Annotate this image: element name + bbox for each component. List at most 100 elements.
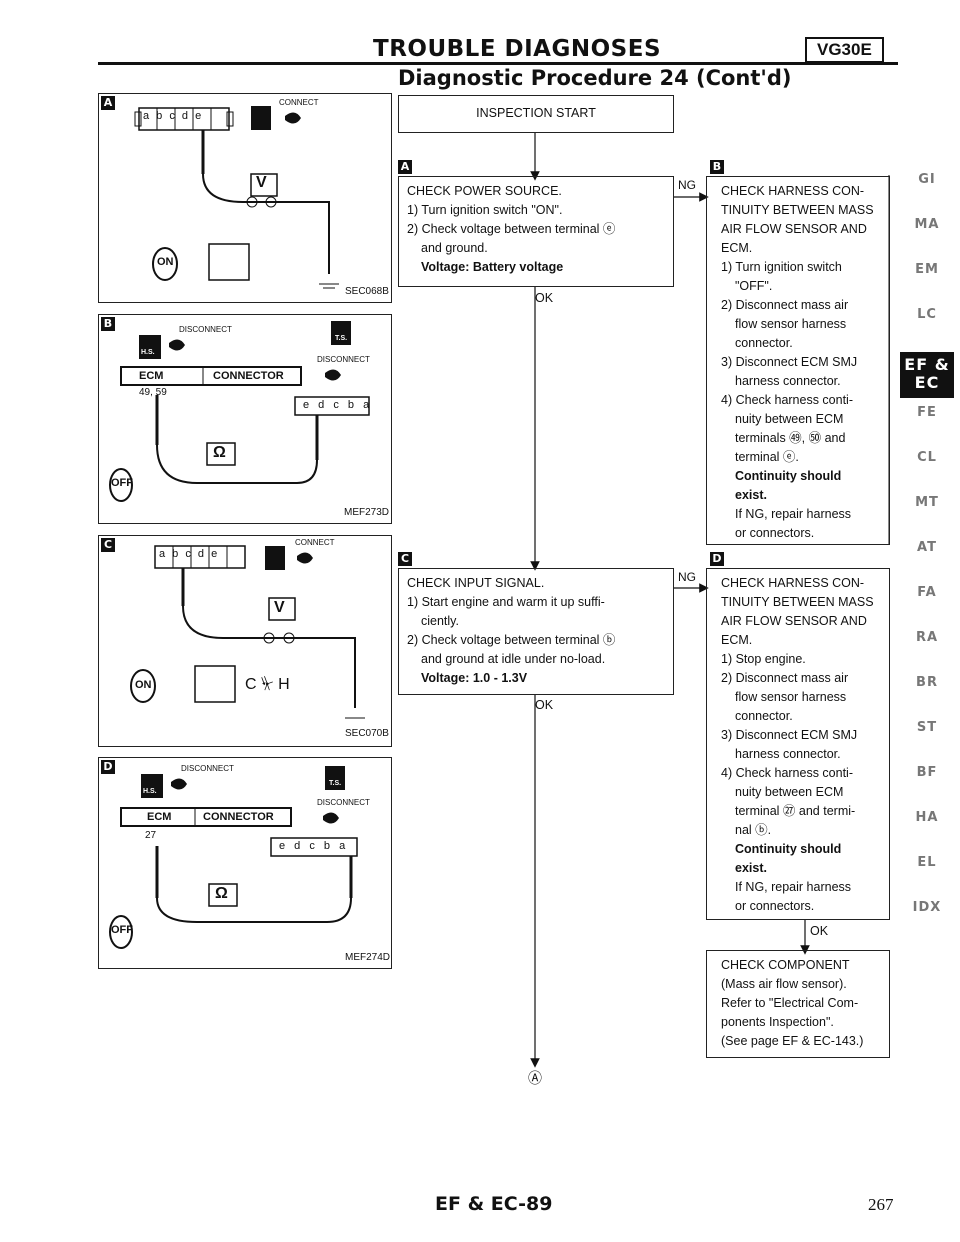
page-number: 267 <box>868 1195 894 1214</box>
ng-label: NG <box>678 178 696 192</box>
sidebar-item-mt[interactable]: MT <box>915 495 939 510</box>
step-line: 3) Disconnect ECM SMJ <box>721 355 858 369</box>
harness-pins: e d c b a <box>279 840 349 852</box>
step-title: CHECK COMPONENT <box>721 958 850 972</box>
step-title: ECM. <box>721 241 753 255</box>
diagram-marker: D <box>101 760 115 774</box>
step-line: If NG, repair harness <box>735 507 852 521</box>
sidebar-item-cl[interactable]: CL <box>917 450 937 465</box>
step-line: or connectors. <box>735 526 815 540</box>
step-line: 2) Check voltage between terminal ⓔ <box>407 222 616 236</box>
sidebar-item-em[interactable]: EM <box>915 262 939 277</box>
diagram-a: A CONNECT a b c d e V ON SEC068B <box>98 93 392 303</box>
spec-value: Continuity should <box>735 842 842 856</box>
key-position: ON <box>135 679 152 691</box>
step-line: terminals ㊾, ㊿ and <box>735 431 846 445</box>
step-line: and ground. <box>421 241 488 255</box>
check-component-box: CHECK COMPONENT (Mass air flow sensor). … <box>706 950 890 1058</box>
header-rule <box>98 62 898 65</box>
step-title: TINUITY BETWEEN MASS <box>721 203 874 217</box>
step-line: 1) Turn ignition switch "ON". <box>407 203 563 217</box>
sidebar-item-el[interactable]: EL <box>917 855 937 870</box>
figure-code: SEC070B <box>345 728 389 739</box>
sidebar-item-ha[interactable]: HA <box>915 810 939 825</box>
sidebar-item-br[interactable]: BR <box>916 675 938 690</box>
ok-label: OK <box>535 291 554 305</box>
step-line: harness connector. <box>735 374 841 388</box>
step-title: TINUITY BETWEEN MASS <box>721 595 874 609</box>
step-line: ciently. <box>421 614 459 628</box>
inspection-start-box: INSPECTION START <box>398 95 674 133</box>
step-line: 4) Check harness conti- <box>721 766 854 780</box>
step-title: CHECK HARNESS CON- <box>721 184 865 198</box>
sidebar-item-ra[interactable]: RA <box>915 630 939 645</box>
step-title: ECM. <box>721 633 753 647</box>
step-line: nuity between ECM <box>735 785 844 799</box>
sidebar-item-ma[interactable]: MA <box>914 217 940 232</box>
step-line: 2) Disconnect mass air <box>721 671 849 685</box>
step-line: 3) Disconnect ECM SMJ <box>721 728 858 742</box>
hs-label: H.S. <box>143 788 157 795</box>
step-title: CHECK HARNESS CON- <box>721 576 865 590</box>
step-title: CHECK INPUT SIGNAL. <box>407 576 545 590</box>
step-line: 1) Turn ignition switch <box>721 260 842 274</box>
pin-numbers: 27 <box>145 830 157 841</box>
sidebar-item-bf[interactable]: BF <box>916 765 938 780</box>
check-harness-continuity-box-b: CHECK HARNESS CON- TINUITY BETWEEN MASS … <box>706 176 890 545</box>
disconnect-label: DISCONNECT <box>317 355 370 364</box>
sidebar-item-fa[interactable]: FA <box>917 585 937 600</box>
step-line: (Mass air flow sensor). <box>721 977 847 991</box>
sidebar-item-gi[interactable]: GI <box>918 172 936 187</box>
inspection-start-label: INSPECTION START <box>476 106 596 120</box>
step-line: "OFF". <box>735 279 773 293</box>
ng-label: NG <box>678 570 696 584</box>
step-line: and ground at idle under no-load. <box>421 652 606 666</box>
step-line: Refer to "Electrical Com- <box>721 996 859 1010</box>
ts-label: T.S. <box>329 780 342 787</box>
check-input-signal-box: CHECK INPUT SIGNAL. 1) Start engine and … <box>398 568 674 695</box>
circuit-diagram-c <box>130 545 365 719</box>
check-power-source-box: CHECK POWER SOURCE. 1) Turn ignition swi… <box>398 176 674 287</box>
connector-a-symbol: Ⓐ <box>528 1070 542 1086</box>
diagram-d: D DISCONNECT DISCONNECT ECM CONNECTOR 27… <box>98 757 392 969</box>
sidebar-item-ef-ec[interactable]: EF & EC <box>900 352 954 398</box>
voltmeter-icon: V <box>256 174 267 191</box>
sidebar-item-at[interactable]: AT <box>917 540 937 555</box>
spec-value: Continuity should <box>735 469 842 483</box>
page-subtitle: Diagnostic Procedure 24 (Cont'd) <box>398 66 792 90</box>
step-line: connector. <box>735 709 793 723</box>
figure-code: MEF274D <box>345 952 391 963</box>
step-line: terminal ㉗ and termi- <box>735 804 856 818</box>
step-title: CHECK POWER SOURCE. <box>407 184 562 198</box>
connector-pins: a b c d e <box>159 548 220 560</box>
ok-label: OK <box>535 698 554 712</box>
key-position: OFF <box>111 477 133 489</box>
connector-label: CONNECTOR <box>203 811 274 823</box>
ecm-label: ECM <box>139 370 164 382</box>
step-line: 2) Check voltage between terminal ⓑ <box>407 633 616 647</box>
step-line: connector. <box>735 336 793 350</box>
diagram-marker: B <box>101 317 115 331</box>
ohmmeter-icon: Ω <box>213 444 226 461</box>
diagram-b: B DISCONNECT DISCONNECT ECM CONNECTOR 49… <box>98 314 392 524</box>
ts-label: T.S. <box>335 335 348 342</box>
ok-label: OK <box>810 924 829 938</box>
hs-label: H.S. <box>141 349 155 356</box>
spec-value: exist. <box>735 488 767 502</box>
step-line: or connectors. <box>735 899 815 913</box>
sidebar-item-st[interactable]: ST <box>916 720 938 735</box>
diagram-marker: A <box>101 96 115 110</box>
step-marker: C <box>398 552 412 566</box>
sidebar-item-fe[interactable]: FE <box>917 405 937 420</box>
step-line: nuity between ECM <box>735 412 844 426</box>
diagram-c: C CONNECT a b c d e V ON C ⏧ H SEC070B <box>98 535 392 747</box>
check-harness-continuity-box-d: CHECK HARNESS CON- TINUITY BETWEEN MASS … <box>706 568 890 920</box>
temperature-gauge: C ⏧ H <box>245 676 290 693</box>
harness-pins: e d c b a <box>303 399 373 411</box>
connect-label: CONNECT <box>279 98 319 107</box>
disconnect-label: DISCONNECT <box>181 764 234 773</box>
figure-code: MEF273D <box>344 507 390 518</box>
sidebar-item-idx[interactable]: IDX <box>912 900 942 915</box>
sidebar-item-lc[interactable]: LC <box>917 307 937 322</box>
connector-label: CONNECTOR <box>213 370 284 382</box>
